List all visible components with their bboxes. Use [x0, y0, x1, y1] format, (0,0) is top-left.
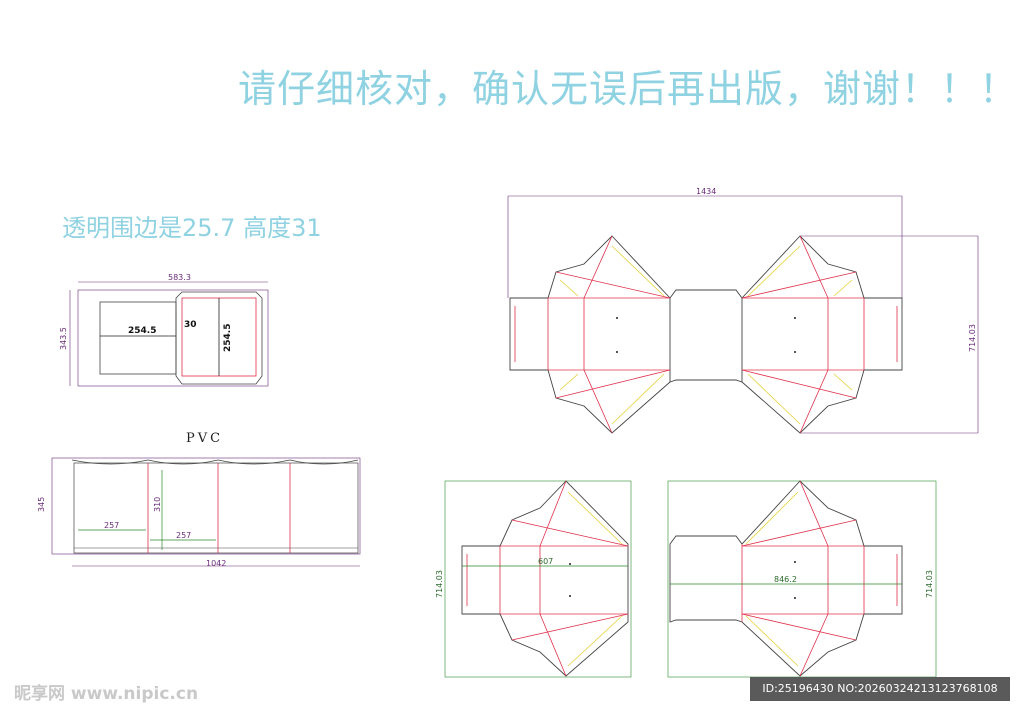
dim-small-height: 343.5	[59, 327, 68, 350]
bow-dieline: 1434 714.03	[507, 187, 979, 434]
dim-left-width: 607	[538, 557, 553, 566]
right-half-dieline: 714.03 846.2	[667, 480, 937, 678]
left-half-dieline: 714.03 607	[435, 480, 632, 678]
dim-small-inner-h: 254.5	[223, 324, 233, 352]
small-box-dieline: 583.3 343.5 254.5 254.5 30	[59, 273, 269, 387]
dim-pvc-width-b: 257	[176, 531, 191, 540]
top-warning-note: 请仔细核对，确认无误后再出版，谢谢！！！	[238, 67, 1019, 111]
dim-right-width: 846.2	[774, 575, 797, 584]
dim-pvc-width-a: 257	[104, 521, 119, 530]
site-watermark: 昵享网 www.nipic.cn	[14, 684, 199, 704]
dim-small-flap: 30	[184, 320, 197, 330]
dim-bow-width: 1434	[696, 187, 716, 196]
dim-pvc-total: 1042	[206, 559, 226, 568]
spec-note: 透明围边是25.7 高度31	[62, 214, 322, 242]
dim-small-inner-w: 254.5	[128, 326, 156, 336]
dim-right-height: 714.03	[925, 570, 934, 598]
dim-small-width: 583.3	[168, 273, 191, 282]
dim-left-height: 714.03	[435, 570, 444, 598]
dim-pvc-height: 345	[37, 497, 46, 512]
pvc-strip-dieline: 345 310 257 257 1042	[37, 457, 361, 568]
dim-bow-height: 714.03	[968, 324, 977, 352]
pvc-label: PVC	[186, 431, 224, 446]
dim-pvc-inner-height: 310	[153, 497, 162, 512]
image-id-bar: ID:25196430 NO:20260324213123768108	[750, 677, 1010, 701]
